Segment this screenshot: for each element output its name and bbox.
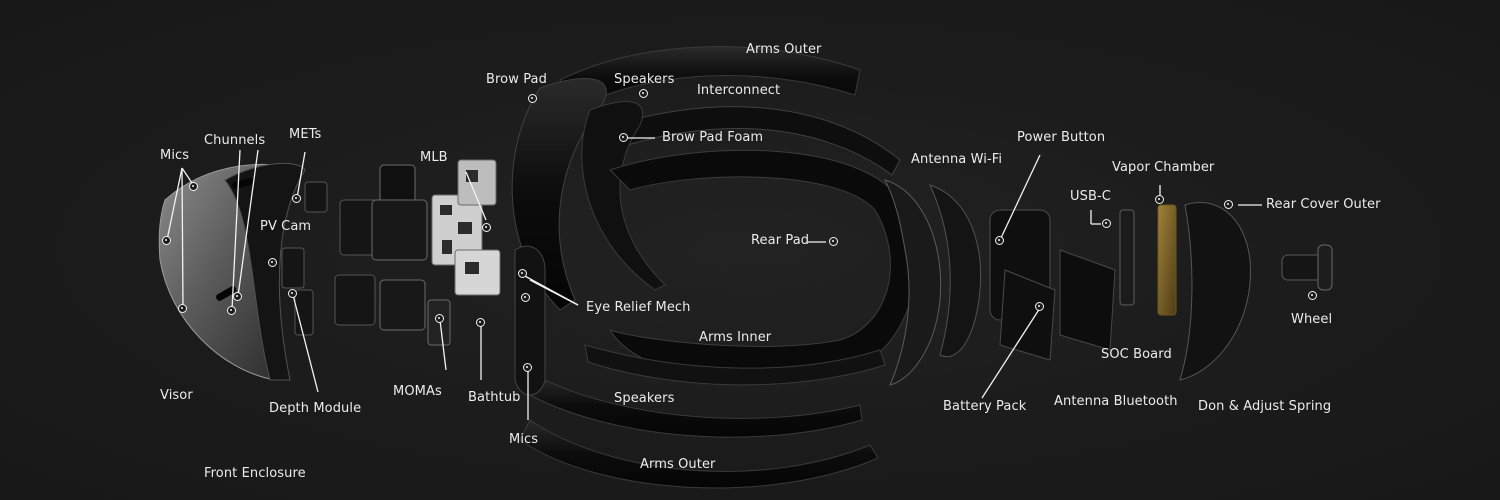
callout-dot-mets xyxy=(292,194,301,203)
label-battery-pack: Battery Pack xyxy=(943,399,1027,414)
callout-dot-rear-cover-outer xyxy=(1224,200,1233,209)
label-soc-board: SOC Board xyxy=(1101,347,1172,362)
label-eye-relief-mech: Eye Relief Mech xyxy=(586,300,691,315)
brow-pad-foam-part xyxy=(581,101,666,291)
callout-dot-brow-pad xyxy=(528,94,537,103)
wheel-knob xyxy=(1317,244,1333,291)
arms-outer-top-part xyxy=(559,46,861,109)
callout-dot-usb-c xyxy=(1102,219,1111,228)
label-speakers-bottom: Speakers xyxy=(614,391,675,406)
callout-dot-vapor-chamber xyxy=(1155,195,1164,204)
label-front-enclosure: Front Enclosure xyxy=(204,466,306,481)
label-mets: METs xyxy=(289,127,322,142)
label-mics-left: Mics xyxy=(160,148,190,163)
label-vapor-chamber: Vapor Chamber xyxy=(1112,160,1215,175)
leader-lines xyxy=(166,137,1262,420)
label-visor: Visor xyxy=(160,388,193,403)
callout-dot-depth-module xyxy=(288,289,297,298)
callout-dot-mics-2 xyxy=(189,182,198,191)
wheel-part xyxy=(1281,254,1323,281)
label-arms-outer-top: Arms Outer xyxy=(746,42,822,57)
callout-dot-chunnels-2 xyxy=(233,292,242,301)
label-interconnect: Interconnect xyxy=(697,83,781,98)
label-arms-inner: Arms Inner xyxy=(699,330,772,345)
label-arms-outer-bottom: Arms Outer xyxy=(640,457,716,472)
antenna-bluetooth-part xyxy=(1059,249,1116,351)
label-depth-module: Depth Module xyxy=(269,401,362,416)
label-chunnels: Chunnels xyxy=(204,133,266,148)
arms-inner-part xyxy=(584,344,886,386)
label-rear-cover-outer: Rear Cover Outer xyxy=(1266,197,1381,212)
rear-cover-part xyxy=(1179,201,1251,381)
label-mics-bottom: Mics xyxy=(509,432,539,447)
label-don-adjust-spring: Don & Adjust Spring xyxy=(1198,399,1332,414)
chunnel-slot xyxy=(216,286,237,301)
callout-dot-mlb xyxy=(482,223,491,232)
rear-band-part xyxy=(608,149,917,383)
callout-dot-mics-bottom xyxy=(523,363,532,372)
callout-dot-power-button xyxy=(995,236,1004,245)
label-momas: MOMAs xyxy=(393,384,442,399)
callout-dot-wheel xyxy=(1308,291,1317,300)
callout-dot-battery-pack xyxy=(1035,302,1044,311)
callout-dot-speakers-top xyxy=(639,89,648,98)
callout-dot-rear-pad xyxy=(829,237,838,246)
battery-pack-part xyxy=(999,269,1056,361)
callout-dot-chunnels xyxy=(227,306,236,315)
label-wheel: Wheel xyxy=(1291,312,1333,327)
callout-dot-mics-3 xyxy=(178,304,187,313)
callout-dot-eye-relief-1 xyxy=(518,269,527,278)
speakers-bottom-part xyxy=(529,374,863,438)
label-bathtub: Bathtub xyxy=(468,390,521,405)
usb-c-part xyxy=(1119,209,1135,306)
label-usb-c: USB-C xyxy=(1070,189,1111,204)
label-antenna-wifi: Antenna Wi-Fi xyxy=(911,152,1003,167)
label-rear-pad: Rear Pad xyxy=(751,233,810,248)
label-antenna-bluetooth: Antenna Bluetooth xyxy=(1054,394,1178,409)
callout-dot-bathtub xyxy=(476,318,485,327)
eye-relief-part xyxy=(514,245,546,396)
callout-dot-brow-pad-foam xyxy=(619,133,628,142)
arms-outer-bottom-part xyxy=(519,419,879,489)
label-speakers-top: Speakers xyxy=(614,72,675,87)
sensor-modules xyxy=(281,181,381,336)
label-power-button: Power Button xyxy=(1017,130,1106,145)
rear-housing-part xyxy=(929,184,982,358)
label-pv-cam: PV Cam xyxy=(260,219,312,234)
callout-dot-pv-cam xyxy=(268,258,277,267)
callout-dot-momas xyxy=(435,314,444,323)
callout-dot-mics-1 xyxy=(162,236,171,245)
label-mlb: MLB xyxy=(420,150,448,165)
label-brow-pad: Brow Pad xyxy=(486,72,547,87)
label-brow-pad-foam: Brow Pad Foam xyxy=(662,130,764,145)
antenna-wifi-part xyxy=(884,179,942,386)
vapor-chamber-part xyxy=(1157,204,1177,316)
callout-dot-eye-relief-2 xyxy=(521,293,530,302)
interconnect-part xyxy=(599,106,901,176)
front-enclosure-part xyxy=(224,162,306,381)
